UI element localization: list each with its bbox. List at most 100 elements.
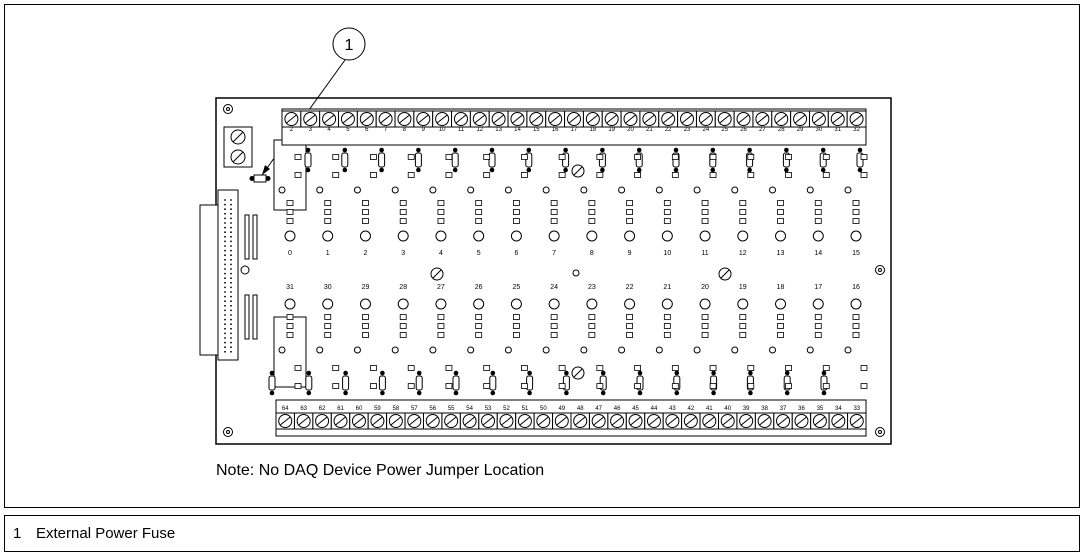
terminal-screw [847,412,867,430]
channel-module: 19 [731,284,755,389]
terminal-label: 12 [476,127,483,133]
terminal-screw [533,412,554,430]
terminal-screw [386,412,406,430]
figure-note: Note: No DAQ Device Power Jumper Locatio… [216,462,545,479]
channel-label: 31 [286,284,294,291]
terminal-label: 22 [665,127,672,133]
channel-fuse [488,147,496,173]
channel-label: 0 [288,250,292,257]
channel-label: 26 [475,284,483,291]
terminal-label: 48 [577,406,584,412]
terminal-screw [459,412,480,430]
terminal-screw [312,412,332,430]
channel-module: 2 [353,154,377,257]
figure-frame [4,4,1080,508]
terminal-label: 61 [337,406,344,412]
external-power-fuse [249,174,271,183]
channel-label: 22 [626,284,634,291]
terminal-label: 53 [485,406,492,412]
terminal-screw [432,110,453,128]
terminal-screw [754,412,775,430]
terminal-screw [752,110,773,128]
terminal-screw [733,110,754,128]
terminal-label: 35 [817,406,824,412]
terminal-screw [413,110,434,128]
channel-module: 14 [806,154,830,257]
channel-module: 3 [391,154,415,257]
terminal-screw [808,110,829,128]
terminal-label: 60 [356,406,363,412]
terminal-screw [827,110,848,128]
terminal-screw [620,110,641,128]
channel-module: 13 [769,154,792,257]
io-connector [199,189,239,361]
terminal-label: 49 [558,406,565,412]
terminal-screw [714,110,735,128]
terminal-label: 26 [740,127,747,133]
channel-module: 15 [844,154,868,257]
terminal-label: 23 [684,127,691,133]
terminal-label: 39 [743,406,750,412]
channel-fuse [489,370,497,396]
terminal-screw [588,412,609,430]
channel-fuse [342,370,350,396]
channel-label: 10 [663,250,671,257]
channel-label: 6 [514,250,518,257]
terminal-label: 4 [327,127,331,133]
terminal-screw [441,412,461,430]
board-outline [215,97,892,445]
terminal-label: 32 [853,127,860,133]
channel-label: 2 [364,250,368,257]
terminal-screw [699,412,719,430]
terminal-screw [644,412,664,430]
channel-module: 29 [353,284,377,389]
channel-label: 16 [852,284,860,291]
terminal-label: 18 [589,127,596,133]
terminal-screw [564,110,584,128]
terminal-label: 34 [835,406,842,412]
terminal-label: 13 [495,127,502,133]
channel-fuse [304,147,312,173]
terminal-label: 51 [522,406,529,412]
channel-label: 29 [362,284,370,291]
channel-module: 30 [316,284,340,389]
terminal-label: 45 [632,406,639,412]
channel-module: 0 [278,154,302,257]
terminal-label: 47 [595,406,602,412]
terminal-screw [582,110,603,128]
terminal-screw [319,110,340,128]
terminal-label: 11 [458,127,465,133]
terminal-screw [478,412,498,430]
terminal-screw [552,412,572,430]
channel-module: 7 [542,154,566,257]
channel-fuse [526,370,534,396]
channel-module: 1 [316,154,340,257]
channel-label: 8 [590,250,594,257]
channel-label: 30 [324,284,332,291]
terminal-screw [828,412,849,430]
channel-label: 25 [513,284,521,291]
terminal-label: 3 [309,127,313,133]
terminal-screw [545,110,566,128]
channel-label: 17 [814,284,822,291]
terminal-screw [281,110,302,128]
terminal-label: 20 [627,127,634,133]
terminal-screw [375,110,396,128]
channel-label: 23 [588,284,596,291]
channel-label: 28 [399,284,407,291]
channel-module: 4 [429,154,453,257]
terminal-label: 37 [780,406,787,412]
terminal-screw [349,412,369,430]
channel-module: 9 [618,154,641,257]
channel-label: 12 [739,250,747,257]
channel-fuse [378,370,386,396]
terminal-label: 64 [282,406,289,412]
terminal-screw [681,412,701,430]
channel-module: 24 [542,284,566,389]
channel-fuse [415,370,423,396]
terminal-screw [356,110,377,128]
channel-module: 28 [391,284,415,389]
terminal-label: 36 [798,406,805,412]
